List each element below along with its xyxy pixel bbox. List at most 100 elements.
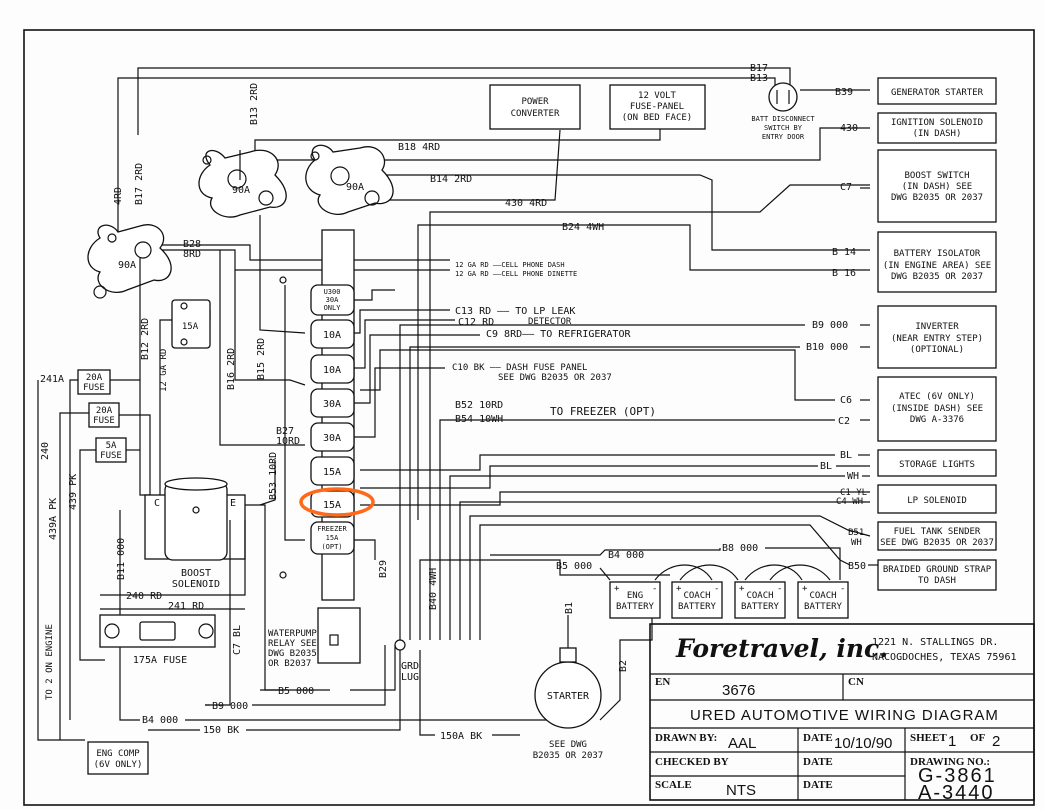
boost-switch-box: [877, 149, 997, 223]
fuse-175a-label: 175A FUSE: [133, 655, 187, 666]
wire-c10-see: SEE DWG B2035 OR 2037: [498, 373, 612, 383]
svg-text:+: +: [614, 584, 620, 594]
wire-bl-1: BL: [840, 450, 852, 461]
of-value: 2: [992, 733, 1000, 750]
highlight-circle: [299, 487, 375, 517]
batt-disconnect-switch: [768, 82, 798, 112]
power-converter-box: [489, 84, 581, 130]
battery-isolator-line3: DWG B2035 OR 2037: [891, 272, 983, 282]
fuse-freezer-line1: FREEZER: [317, 525, 347, 533]
eng-comp-box: [87, 741, 149, 775]
fuse-freezer-line2: 15A: [326, 534, 339, 542]
wire-b16-2rd: B16 2RD: [226, 348, 237, 390]
batt-disconnect-line2: SWITCH BY: [764, 124, 803, 132]
to-freezer-label: TO FREEZER (OPT): [550, 405, 656, 418]
fuse-2-label: 10A: [323, 330, 341, 341]
atec-line1: ATEC (6V ONLY): [899, 392, 975, 402]
ignition-solenoid-line2: (IN DASH): [913, 129, 962, 139]
breaker-2: 90A: [305, 144, 394, 215]
wire-detector: DETECTOR: [528, 317, 572, 327]
wire-439a-pk: 439A PK: [48, 498, 59, 540]
fuse-3: [310, 354, 355, 384]
breaker-1-label: 90A: [232, 185, 250, 196]
wire-b29: B29: [378, 560, 389, 578]
en-label: EN: [655, 676, 670, 688]
wire-b1: B1: [564, 602, 575, 614]
fuse-panel-line3: (ON BED FACE): [622, 113, 692, 123]
wire-b11-000: B11 000: [116, 538, 127, 580]
wire-150a-bk: 150A BK: [440, 731, 482, 742]
cn-label: CN: [848, 676, 864, 688]
wire-b5-000: B5 000: [278, 686, 314, 697]
wire-b2: B2: [618, 660, 629, 672]
see-dwg-starter-line1: SEE DWG: [549, 740, 587, 750]
wire-b12-2rd: B12 2RD: [140, 318, 151, 360]
wire-150-bk: 150 BK: [203, 725, 239, 736]
fuel-tank-sender-line2: SEE DWG B2035 OR 2037: [880, 538, 994, 548]
fuse-6: [310, 456, 355, 486]
drawing-no-1: G-3861: [918, 765, 997, 787]
fuse-20a-2-line2: FUSE: [93, 416, 115, 426]
wire-c2: C2: [838, 416, 850, 427]
wire-b28: B28: [183, 239, 201, 250]
drawing-no-label: DRAWING NO.:: [910, 756, 990, 768]
wire-b52: B52 10RD: [455, 400, 503, 411]
fuse-u300-line3: ONLY: [324, 304, 342, 312]
atec-box: [877, 376, 997, 442]
battery-isolator-line1: BATTERY ISOLATOR: [894, 249, 981, 259]
fuse-7-label: 15A: [323, 500, 341, 511]
wire-240: 240: [40, 442, 51, 460]
drawing-title: URED AUTOMOTIVE WIRING DIAGRAM: [690, 707, 999, 724]
wire-241a: 241A: [40, 374, 64, 385]
power-converter-line2: CONVERTER: [511, 109, 560, 119]
wire-b15-2rd: B15 2RD: [256, 338, 267, 380]
wire-b4-000-right: B4 000: [608, 550, 644, 561]
lp-solenoid-label: LP SOLENOID: [907, 496, 967, 506]
fuse-2: [310, 319, 355, 349]
fuse-7: [310, 490, 355, 518]
left-fuses: 20A FUSE 20A FUSE 5A FUSE 241A 240 439A …: [37, 369, 151, 741]
date-label: DATE: [803, 732, 833, 744]
right-boxes: GENERATOR STARTER IGNITION SOLENOID (IN …: [877, 77, 997, 591]
small-fuse-15a: 15A: [171, 299, 211, 349]
wire-cell-dash: 12 GA RD ——CELL PHONE DASH: [455, 261, 565, 269]
atec-line3: DWG A-3376: [910, 415, 964, 425]
starter-label: STARTER: [547, 691, 590, 702]
wire-b9-000: B9 000: [212, 701, 248, 712]
generator-starter-box: [877, 77, 997, 105]
coach-battery-3-line1: COACH: [809, 591, 836, 601]
boost-switch-line1: BOOST SWITCH: [904, 171, 969, 181]
breaker-3: 90A: [87, 224, 172, 299]
wire-b17-2rd: B17 2RD: [134, 163, 145, 205]
fuse-20a-1-line1: 20A: [86, 373, 103, 383]
battery-isolator-line2: (IN ENGINE AREA) SEE: [883, 261, 991, 271]
sheet-value: 1: [948, 733, 956, 750]
drawn-by-value: AAL: [728, 735, 756, 752]
fuse-20a-2-line1: 20A: [96, 406, 113, 416]
breaker-3-label: 90A: [118, 260, 136, 271]
company-logo: Foretravel, inc.: [675, 634, 888, 663]
fuse-freezer: [310, 521, 355, 555]
drawn-by-label: DRAWN BY:: [655, 732, 717, 744]
scale-value: NTS: [726, 782, 756, 799]
waterpump-line4: OR B2037: [268, 659, 311, 669]
coach-battery-2-box: [734, 581, 786, 619]
wire-c6: C6: [840, 395, 852, 406]
drawing-no-2: A-3440: [918, 782, 995, 804]
wire-b10: B10 000: [806, 342, 848, 353]
inverter-box: [877, 305, 997, 369]
storage-lights-box: [877, 449, 997, 477]
wire-cell-dinette: 12 GA RD ——CELL PHONE DINETTE: [455, 270, 577, 278]
braided-ground-line2: TO DASH: [918, 576, 956, 586]
fuel-tank-sender-box: [877, 521, 997, 551]
batt-disconnect-line1: BATT DISCONNECT: [751, 115, 815, 123]
wire-c13: C13 RD —— TO LP LEAK: [455, 306, 575, 317]
fuse-u300-line1: U300: [324, 288, 341, 296]
waterpump-relay: WATERPUMP RELAY SEE DWG B2035 OR B2037: [268, 607, 361, 669]
wire-12ga-rd: 12 GA RD: [159, 349, 169, 392]
fuse-panel-line2: FUSE-PANEL: [630, 102, 684, 112]
wire-b14-right: B 14: [832, 247, 856, 258]
eng-battery-box: [609, 581, 661, 619]
waterpump-line2: RELAY SEE: [268, 639, 317, 649]
boost-switch-line3: DWG B2035 OR 2037: [891, 193, 983, 203]
